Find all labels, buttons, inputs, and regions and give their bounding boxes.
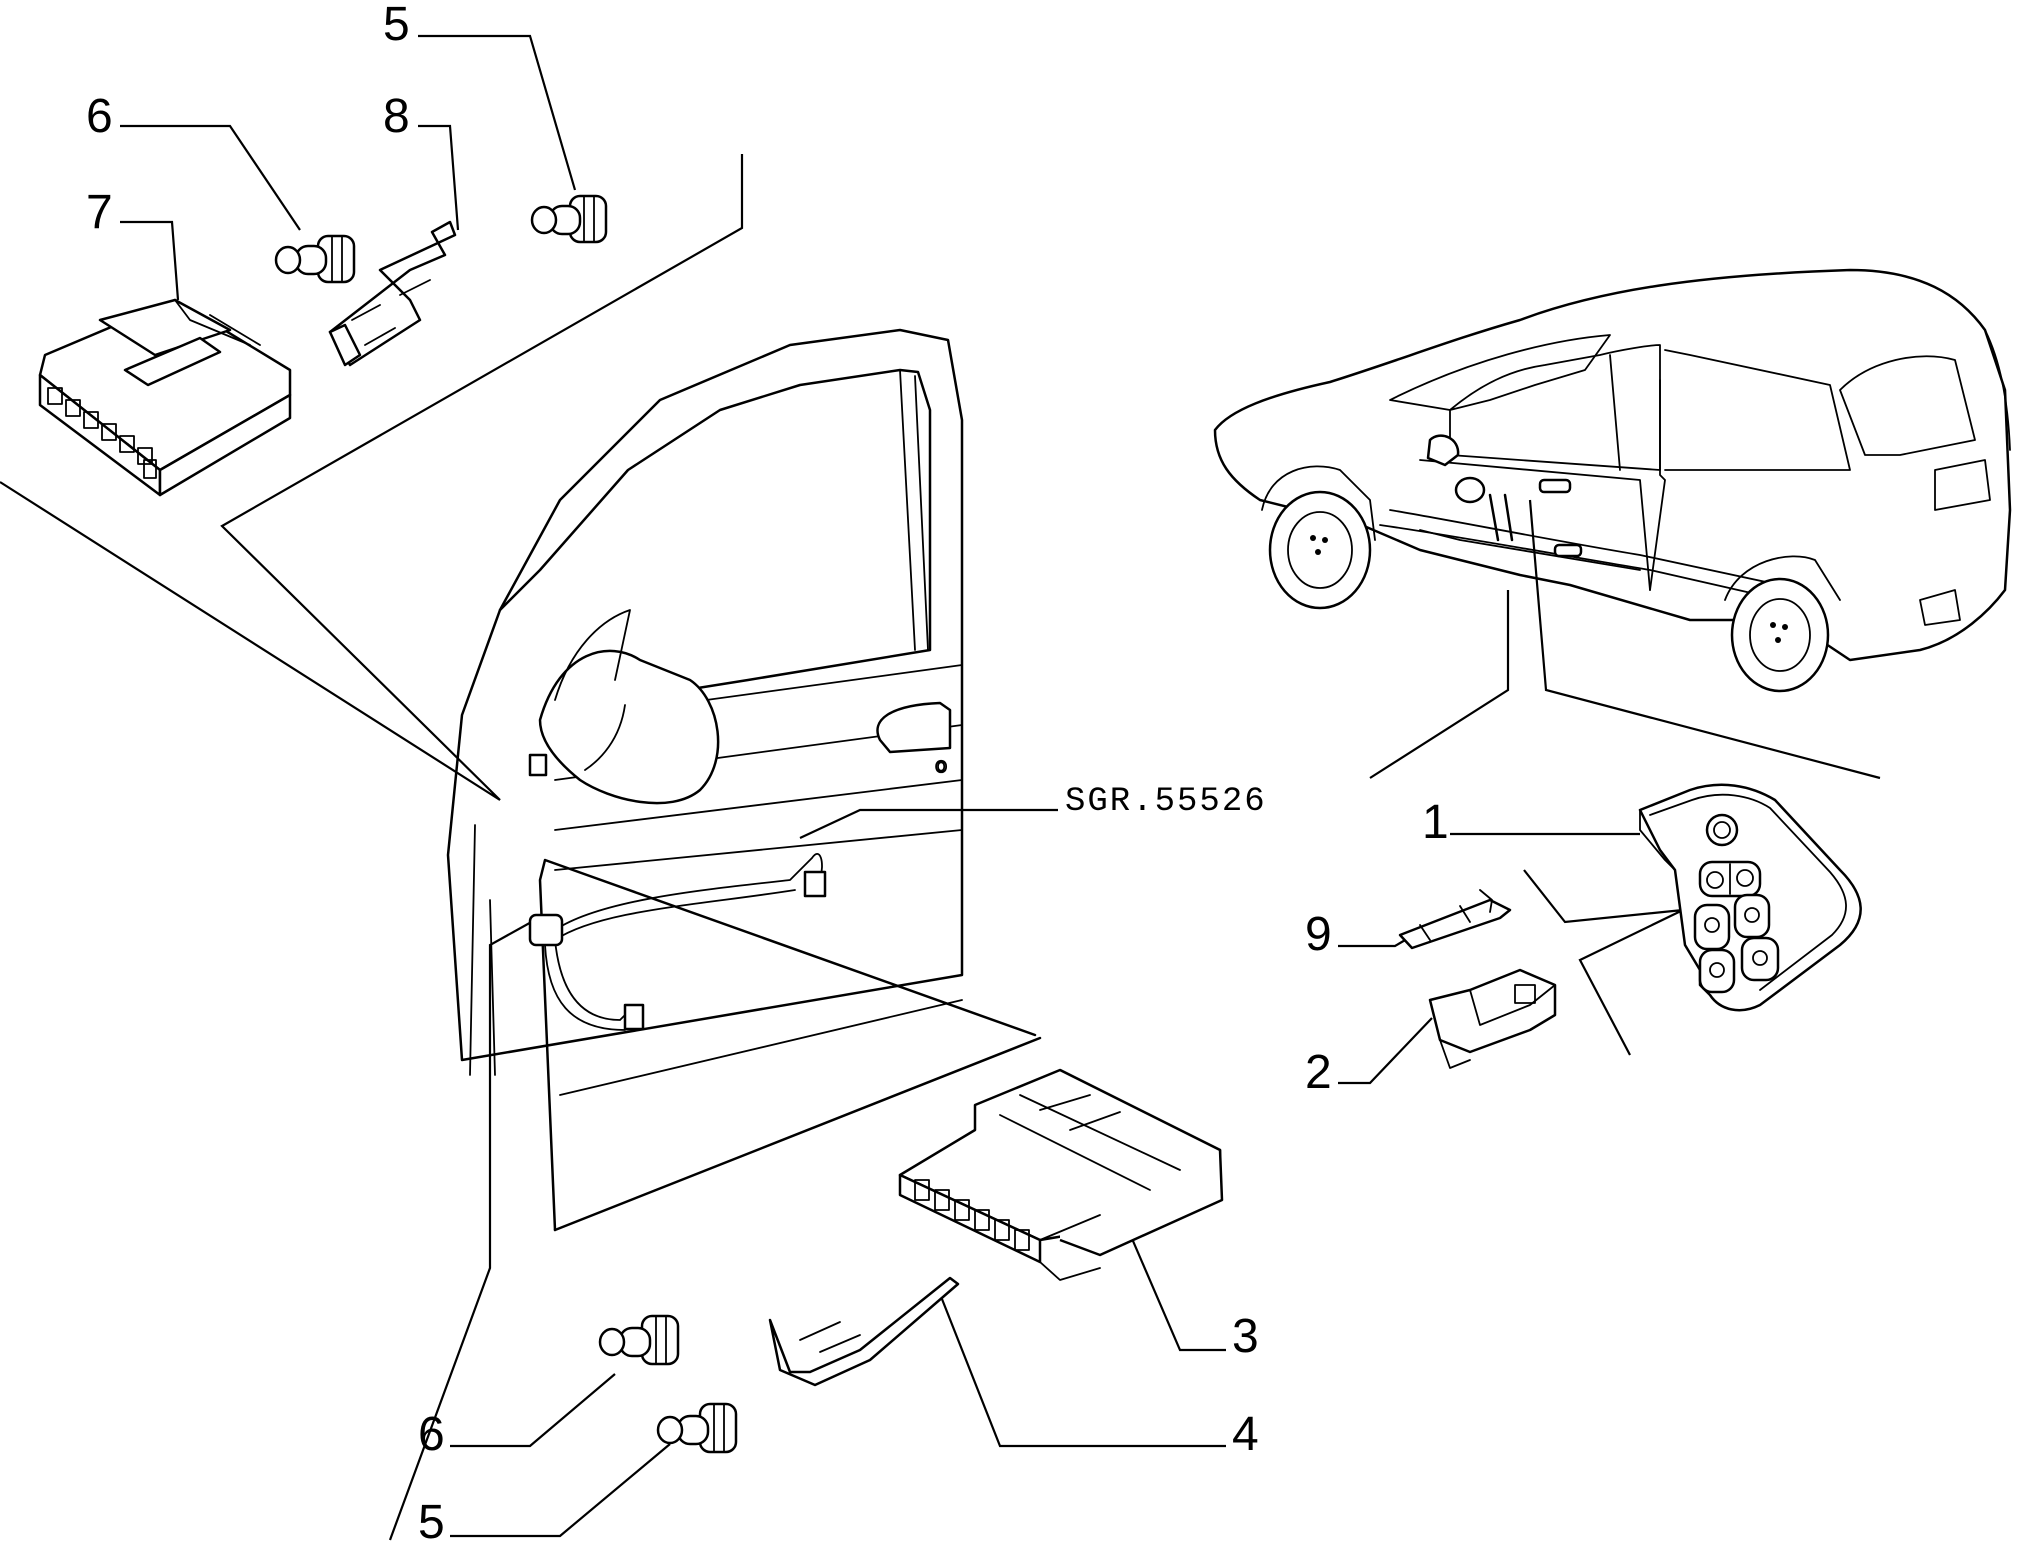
- car-illustration[interactable]: [1213, 268, 2012, 693]
- leader-3: [1128, 1233, 1226, 1352]
- front-door-panel[interactable]: o: [446, 328, 1042, 1232]
- callout-9[interactable]: 9: [1305, 908, 1332, 961]
- leader-6-bottom: [450, 1373, 616, 1448]
- callout-5-bottom[interactable]: 5: [418, 1496, 445, 1541]
- callout-5-top[interactable]: 5: [383, 0, 410, 51]
- callout-8[interactable]: 8: [383, 90, 410, 143]
- car-detail-boundary-2: [1528, 499, 1881, 780]
- svg-text:o: o: [935, 753, 947, 777]
- terminal-8[interactable]: [328, 220, 457, 367]
- connector-3[interactable]: [898, 1068, 1224, 1281]
- clip-9[interactable]: [1398, 889, 1512, 950]
- callout-1[interactable]: 1: [1422, 796, 1449, 849]
- detail-boundary-top: [0, 154, 744, 801]
- callout-2[interactable]: 2: [1305, 1046, 1332, 1099]
- leader-5-bottom: [450, 1443, 671, 1538]
- callout-labels: 5 6 8 7 1 9 2 3 6 4 5 SGR.55526: [86, 0, 1449, 1541]
- leader-6-top: [120, 124, 301, 231]
- reference-code: SGR.55526: [1065, 783, 1267, 821]
- callout-3[interactable]: 3: [1232, 1310, 1259, 1363]
- car-detail-boundary: [1369, 590, 1510, 779]
- connector-7[interactable]: [38, 298, 292, 497]
- switch-detail-boundary: [1523, 869, 1684, 1056]
- callout-7[interactable]: 7: [86, 186, 113, 239]
- leader-4: [938, 1293, 1226, 1448]
- bracket-2[interactable]: [1428, 968, 1557, 1069]
- callout-6-top[interactable]: 6: [86, 90, 113, 143]
- window-switch-panel-1[interactable]: [1638, 783, 1862, 1012]
- leader-5-top: [418, 34, 577, 191]
- leader-lines: [0, 34, 1881, 1541]
- leader-8: [418, 124, 460, 231]
- leader-2: [1338, 1017, 1433, 1085]
- grommet-5-top[interactable]: [530, 194, 608, 244]
- grommet-6-bottom[interactable]: [598, 1314, 680, 1366]
- pin-terminal-4[interactable]: [768, 1276, 960, 1387]
- detail-boundary-bottom: [388, 919, 536, 1541]
- grommet-5-bottom[interactable]: [656, 1402, 738, 1454]
- grommet-6-top[interactable]: [274, 234, 356, 284]
- leader-sgr: [799, 808, 1058, 839]
- leader-7: [120, 220, 180, 301]
- callout-4[interactable]: 4: [1232, 1408, 1259, 1461]
